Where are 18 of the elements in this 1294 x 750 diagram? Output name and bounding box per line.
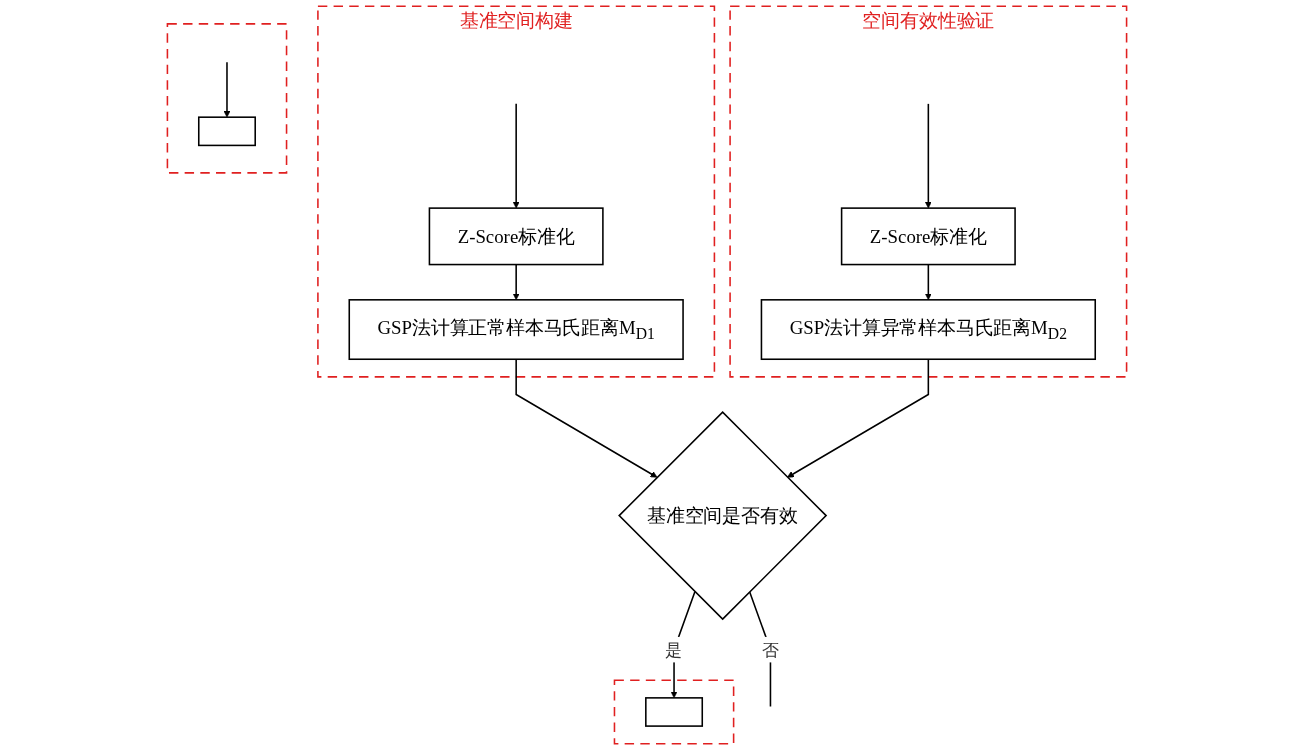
arrow bbox=[512, 263, 520, 301]
cluster bbox=[613, 679, 735, 745]
node-box: GSP法计算正常样本马氏距离M$_{D1}$ bbox=[348, 299, 684, 361]
node-box: Z-Score标准化 bbox=[428, 207, 604, 266]
arrow bbox=[924, 263, 932, 301]
arrow bbox=[512, 103, 520, 209]
cluster bbox=[166, 23, 288, 174]
arrow bbox=[223, 61, 231, 118]
edge-label: 是 bbox=[665, 639, 683, 660]
node-box: Z-Score标准化 bbox=[840, 207, 1016, 266]
node-box bbox=[197, 116, 256, 147]
node-diamond: 基准空间是否有效 bbox=[618, 411, 828, 621]
node-box: GSP法计算异常样本马氏距离M$_{D2}$ bbox=[760, 299, 1097, 361]
arrow bbox=[515, 358, 658, 478]
edge-label: 否 bbox=[761, 639, 780, 660]
arrow bbox=[924, 103, 932, 209]
arrow bbox=[787, 358, 930, 478]
node-box bbox=[645, 697, 704, 727]
